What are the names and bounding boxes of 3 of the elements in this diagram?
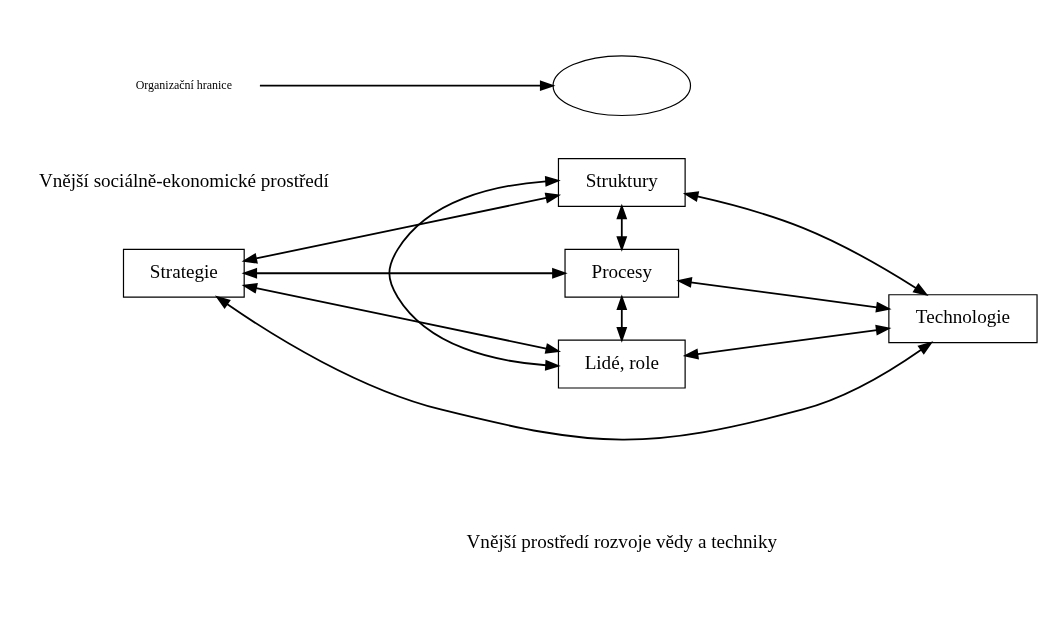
label: Vnější sociálně-ekonomické prostředí (38, 169, 329, 191)
label: Vnější prostředí rozvoje vědy a techniky (466, 530, 778, 552)
node-text: Organizační hranice (135, 77, 232, 92)
